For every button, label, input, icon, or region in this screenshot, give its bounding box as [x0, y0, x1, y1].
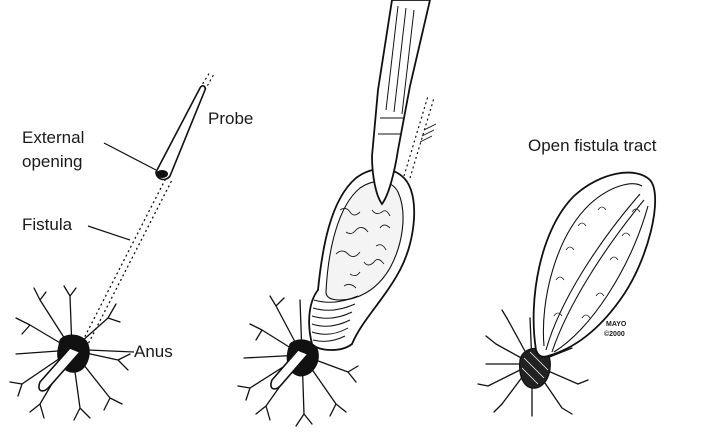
fistula-tract-dotted: [77, 177, 173, 353]
probe-handle-dotted-continuation: [199, 71, 215, 91]
label-external-opening-line1: External: [22, 128, 84, 147]
external-opening-mark: [156, 170, 168, 178]
open-tract-texture: [553, 206, 641, 319]
probe-tip-internal: [38, 347, 82, 392]
probe-handle: [155, 85, 206, 181]
panel-open-tract: Open fistula tract: [477, 136, 657, 417]
wound-texture: [335, 207, 391, 289]
label-open-fistula-tract: Open fistula tract: [528, 136, 657, 155]
panel-probe-insertion: Probe External opening Fistula Anus: [9, 71, 253, 421]
scalpel: [371, 0, 431, 206]
probe-end-hatch: [419, 123, 437, 143]
leader-lines-panel1: [87, 142, 157, 353]
mayo-mark-line2: ©2000: [604, 330, 625, 338]
anus-right-hatch: [521, 351, 549, 385]
probe-dotted-middle: [403, 95, 435, 179]
panel-incision: [237, 0, 437, 427]
mayo-mark-line1: MAYO: [606, 321, 627, 328]
scalpel-shading: [378, 5, 415, 135]
label-anus: Anus: [134, 342, 173, 361]
anus-folds-left: [9, 285, 131, 421]
probe-tip-middle: [270, 349, 310, 390]
label-external-opening-line2: opening: [22, 152, 83, 171]
incision-neck-ribs: [311, 295, 359, 342]
open-tract-outline: [532, 171, 657, 358]
label-probe: Probe: [208, 109, 253, 128]
open-tract-inner-lines: [542, 183, 649, 353]
anus-right: [519, 347, 551, 389]
label-fistula: Fistula: [22, 215, 73, 234]
